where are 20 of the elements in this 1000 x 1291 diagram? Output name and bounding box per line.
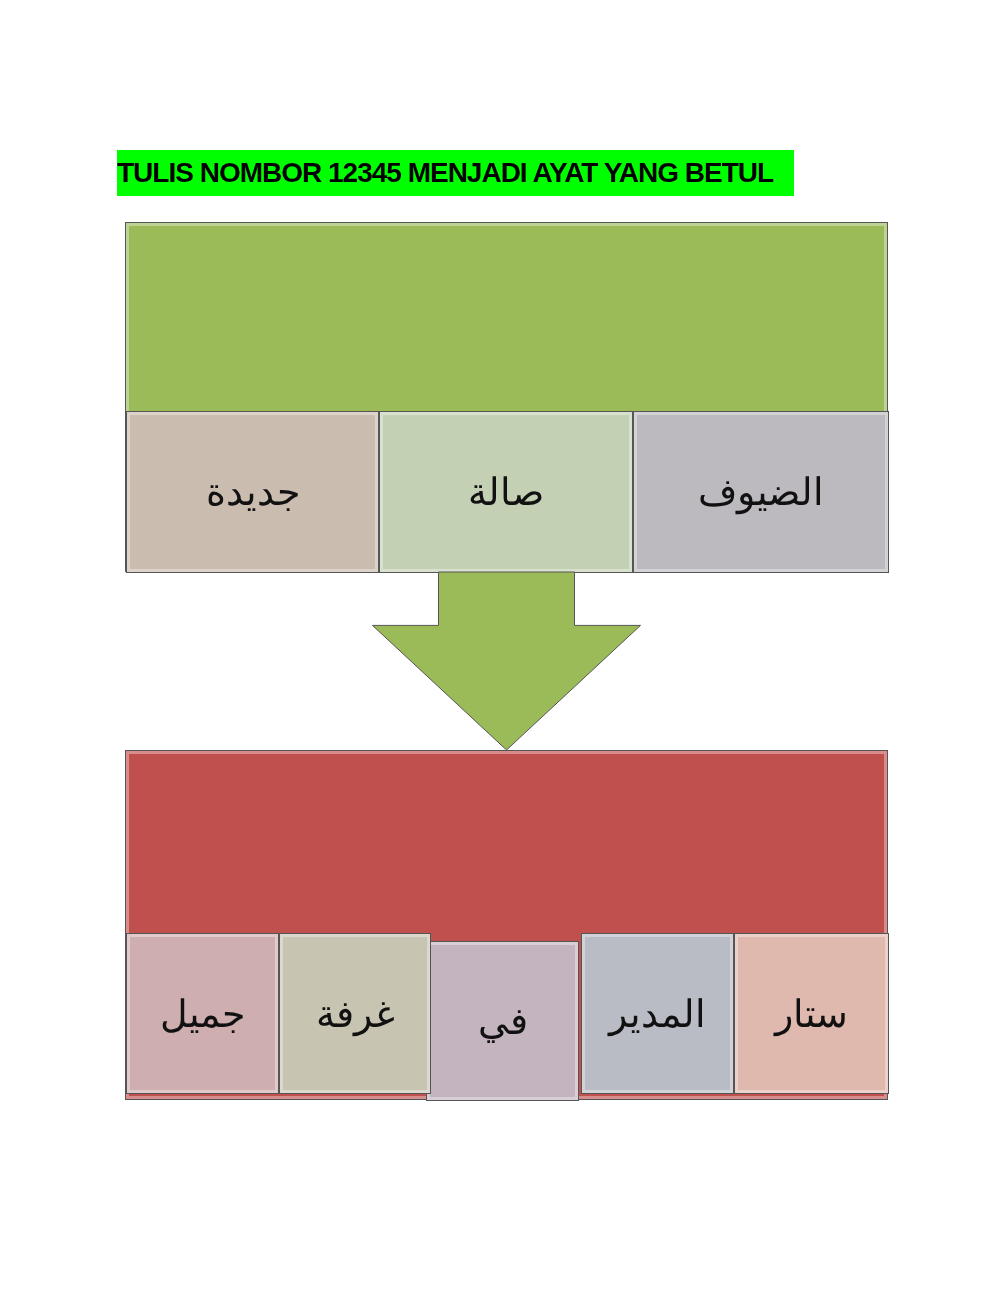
panel [125, 222, 888, 572]
word-card [126, 411, 379, 573]
word-card [379, 411, 633, 573]
word-card [633, 411, 889, 573]
word-text: ستار [775, 991, 848, 1036]
word-card [279, 933, 431, 1094]
word-text: المدير [609, 991, 706, 1036]
word-text: جديدة [205, 470, 300, 514]
word-card [126, 933, 279, 1094]
block-arrow [372, 571, 641, 751]
word-text: في [477, 999, 528, 1043]
word-card [426, 941, 579, 1101]
word-text: جميل [160, 991, 245, 1036]
word-card [581, 933, 734, 1094]
title-banner: TULIS NOMBOR 12345 MENJADI AYAT YANG BETUL [117, 150, 794, 196]
word-text: غرفة [315, 991, 395, 1036]
word-text: صالة [468, 470, 544, 514]
word-text: الضيوف [698, 470, 824, 514]
word-card [734, 933, 889, 1094]
panel [125, 750, 888, 1100]
